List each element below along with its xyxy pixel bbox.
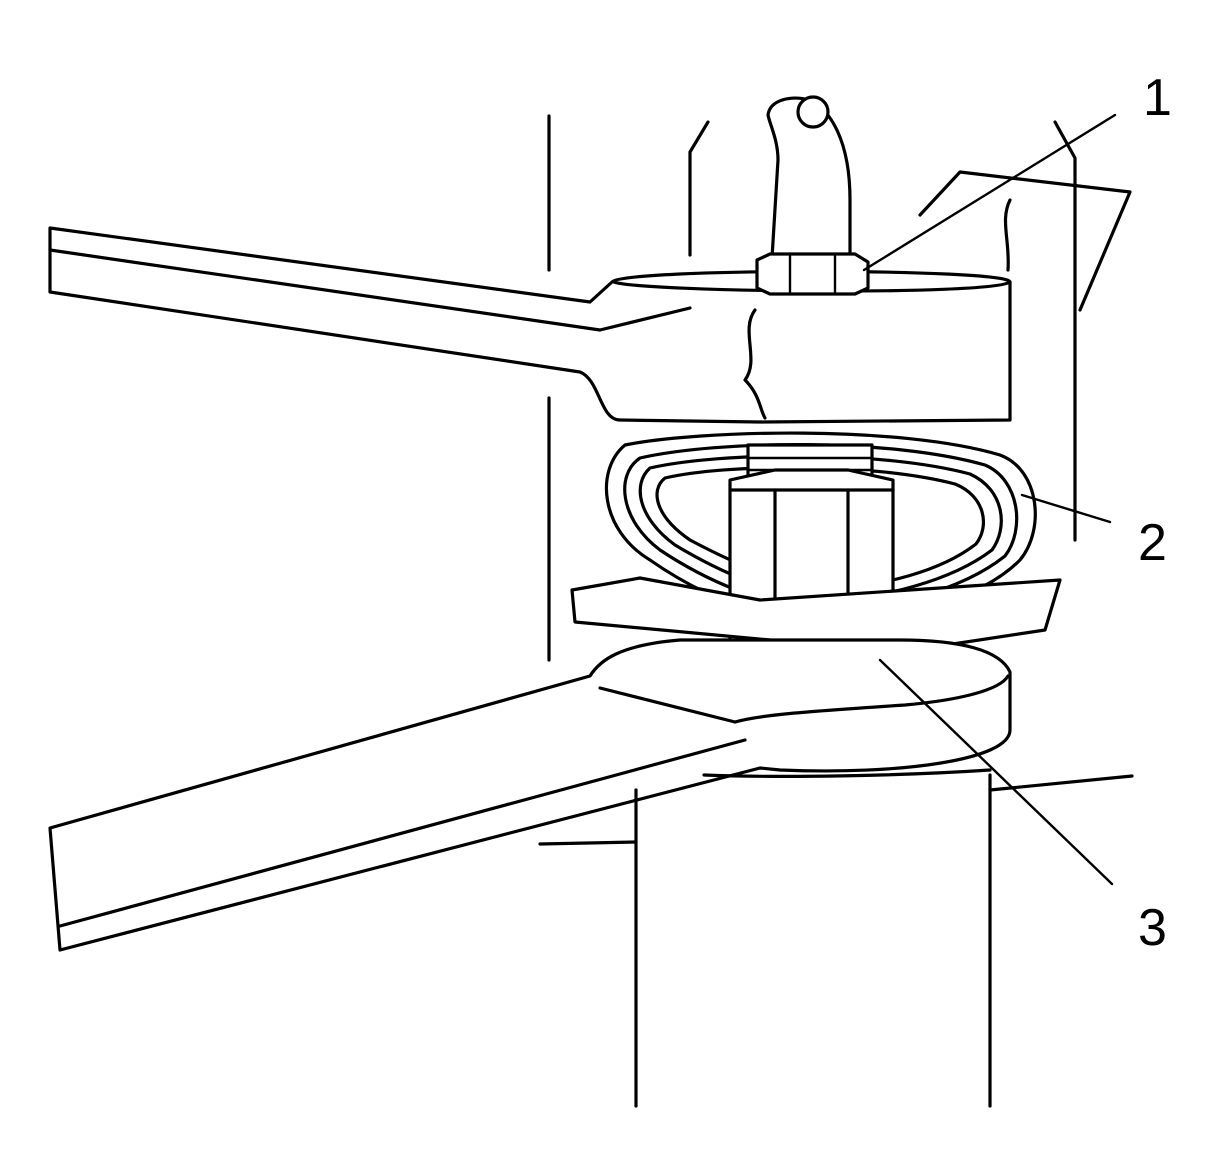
leader-line-1: [862, 113, 1117, 272]
background-frame: [547, 114, 1132, 662]
callout-labels: 1 2 3: [1138, 69, 1172, 957]
leader-line-3: [878, 658, 1114, 886]
leader-line-2: [1020, 493, 1112, 524]
callout-leaders: [862, 113, 1117, 886]
stabilizer-link-stud: [766, 95, 852, 260]
callout-3: 3: [1138, 899, 1167, 957]
retainer-plate: [570, 576, 1062, 654]
callout-1: 1: [1143, 69, 1172, 127]
upper-nut: [755, 252, 870, 296]
strut-body: [538, 768, 1134, 1108]
callout-2: 2: [1138, 514, 1167, 572]
lower-wrench: [48, 638, 1012, 952]
upper-wrench: [48, 226, 1012, 424]
